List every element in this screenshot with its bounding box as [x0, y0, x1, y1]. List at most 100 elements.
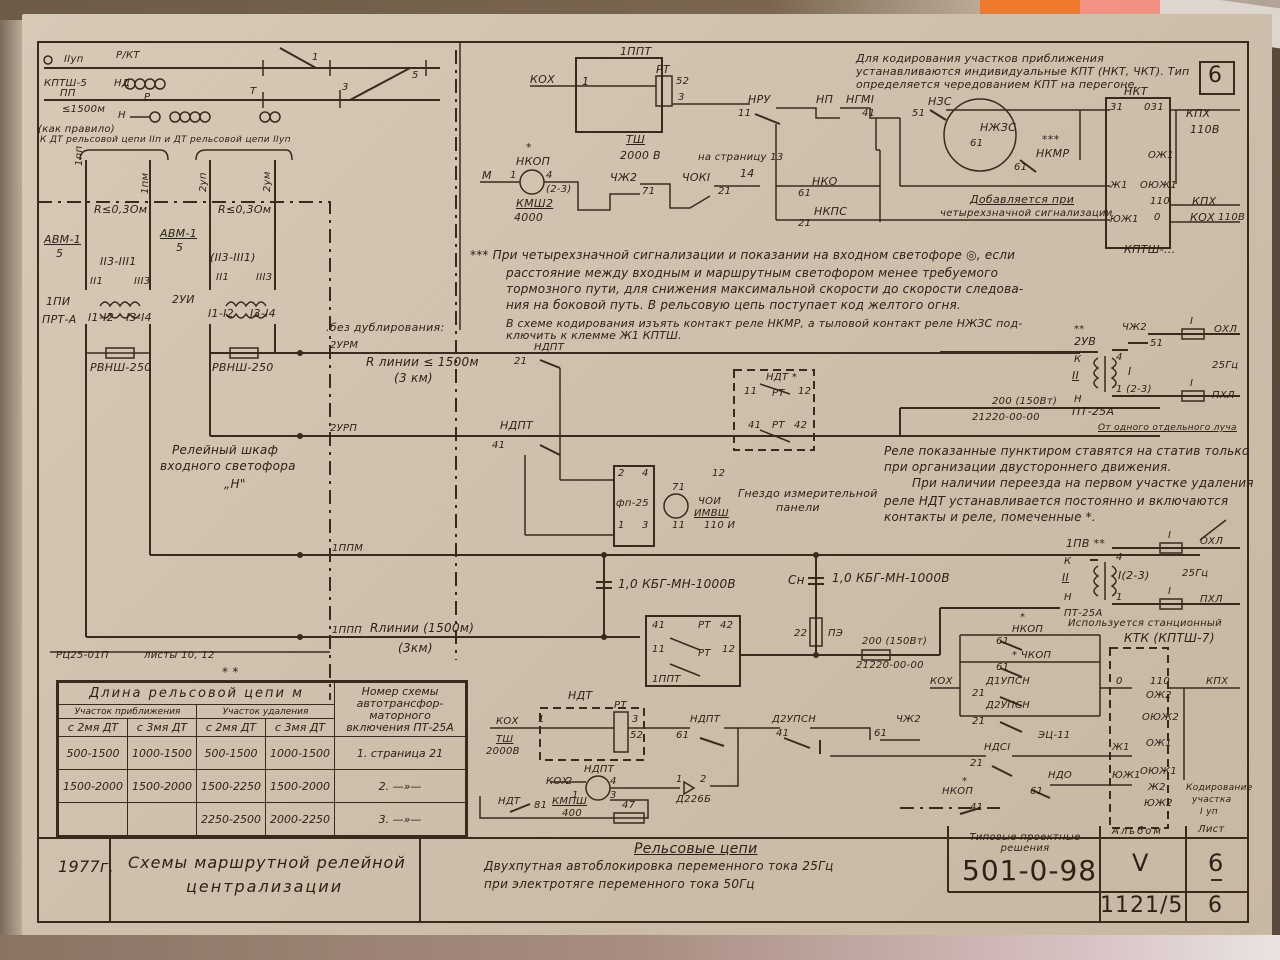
terminal-1ppm: 1ППМ	[332, 543, 364, 554]
cell-a2: 500-1500	[58, 736, 128, 770]
tx-bot-hz: 25Гц	[1182, 568, 1209, 579]
table-header-scheme: Номер схемы автотрансфор-маторного включ…	[334, 682, 466, 737]
chzh2-low: ЧЖ2	[896, 714, 921, 725]
ndt-label: НДТ	[568, 689, 593, 702]
nkt-pin-031: 031	[1144, 102, 1164, 113]
cell-r3: 1500-2000	[265, 769, 335, 803]
ktk-pin-0: 0	[1116, 676, 1123, 687]
r-limit-1: R≤0,3Ом	[94, 203, 148, 216]
cell-a3: 1000-1500	[127, 736, 197, 770]
nkt-pin-zh1: Ж1	[1110, 180, 1128, 191]
ktk-pin-yuzh2: ЮЖ2	[1144, 798, 1173, 809]
note-triple-star-2: расстояние между входным и маршрутным св…	[506, 266, 999, 280]
cabinet-line-2: входного светофора	[160, 459, 296, 473]
sheet-frame	[37, 41, 1249, 923]
label-m: М	[482, 169, 492, 182]
label-rt-b: РТ	[772, 420, 785, 431]
kox-low: КОХ	[546, 776, 569, 787]
ndt2-label: НДТ	[498, 796, 521, 807]
orange-sticky-note	[980, 0, 1080, 14]
winding-2: (II3-III1)	[210, 251, 256, 264]
track-plan	[43, 47, 440, 123]
label-rkt: Р/КТ	[116, 50, 140, 61]
label-to-page: на страницу 13	[698, 152, 784, 163]
note-triple-star-1: *** При четырехзначной сигнализации и по…	[470, 248, 1016, 262]
nkt-pin-110: 110	[1150, 196, 1170, 207]
avm-1: АВМ-1	[44, 233, 82, 246]
kmpsh-val: 400	[562, 808, 582, 819]
cap-2-label: 1,0 КБГ-МН-1000В	[832, 571, 950, 585]
avm-2: АВМ-1	[160, 227, 198, 240]
tx-bot-i: I(2-3)	[1118, 569, 1150, 582]
nkt-pin-0: 0	[1154, 212, 1161, 223]
note-dotted-2: при организации двустороннего движения.	[884, 460, 1172, 474]
table-row: 1500-2000 1500-2000 1500-2250 1500-2000 …	[58, 769, 466, 803]
avm-1-sub: 5	[56, 247, 64, 260]
tx-top-hz: 25Гц	[1212, 360, 1239, 371]
label-nkps: НКПС	[814, 205, 848, 218]
label-ndpt-b: НДПТ	[500, 419, 534, 432]
pin-52: 52	[676, 76, 690, 87]
resistor-2: РВНШ-250	[212, 361, 274, 374]
r-limit-2: R≤0,3Ом	[218, 203, 272, 216]
label-110v-b: 110В	[1218, 212, 1246, 223]
label-kptsh: КПТШ-...	[1124, 243, 1176, 256]
pin-nkps-21: 21	[798, 218, 812, 229]
ktk-name: КТК (КПТШ-7)	[1124, 631, 1215, 645]
pin-ndpt-21: 21	[514, 356, 528, 367]
title-system-1: Схемы маршрутной релейной	[128, 853, 406, 872]
pin-nzs-51: 51	[912, 108, 926, 119]
nkt-pin-ozh1: ОЖ1	[1148, 150, 1174, 161]
switch-1: 1	[312, 52, 319, 63]
rt-box-label: 1ППТ	[652, 674, 681, 685]
tx-top-ii: II	[1072, 369, 1080, 382]
rt-pin-11: 11	[744, 386, 758, 397]
ktk-kox: КОХ	[930, 676, 953, 687]
terminal-1ppp: 1ППП	[332, 625, 363, 636]
pin-21: 21	[718, 186, 732, 197]
note-triple-star-3: тормозного пути, для снижения максимальн…	[506, 282, 1024, 296]
switch-3: 3	[342, 82, 349, 93]
label-np: НП	[816, 93, 834, 106]
ktk-ndo: НДО	[1048, 770, 1073, 781]
tx-top-name: 2УВ	[1074, 335, 1097, 348]
cell-r3: 1000-1500	[265, 736, 335, 770]
table-col-a2: с 2мя ДТ	[58, 718, 128, 737]
label-as-rule: (как правило)	[38, 124, 116, 135]
label-110v: 110В	[1190, 123, 1220, 136]
tx-bot-pxl: ПХЛ	[1200, 594, 1223, 605]
label-tsh-v: 2000 В	[620, 149, 661, 162]
tx-top-fuse-2: I	[1190, 378, 1194, 389]
tx-bot-pin4: 4	[1116, 552, 1123, 563]
rt-box-pin-41: 41	[652, 620, 666, 631]
tx-top-pin1: 1 (2-3)	[1116, 384, 1152, 395]
note-triple-star-6: ключить к клемме Ж1 КПТШ.	[506, 329, 682, 342]
label-nkop: НКОП	[516, 155, 551, 168]
ndpt-label-low: НДПТ	[690, 714, 721, 725]
ktk-d1upsn-pin: 21	[972, 688, 986, 699]
tx-top-i: I	[1128, 365, 1132, 378]
ktk-pin-zh2: Ж2	[1148, 782, 1166, 793]
nkt-pin-yuzh1: ЮЖ1	[1110, 214, 1139, 225]
rt-pin-42: 42	[794, 420, 808, 431]
label-fp25: фп-25	[616, 498, 649, 509]
tx-top-stars: **	[1074, 324, 1085, 335]
rt-box-pin-11: 11	[652, 644, 666, 655]
winding-i3-b: I3-I4	[250, 307, 276, 320]
ndpt2-label: НДПТ	[584, 764, 615, 775]
winding-iii3-a: III3	[134, 276, 151, 287]
tx-top-type: ПТ-25А	[1072, 405, 1115, 418]
label-choi: ЧОИ	[698, 496, 722, 507]
label-nd: НД	[114, 78, 130, 89]
ndpt-pin-61: 61	[676, 730, 690, 741]
fp-pin-1: 1	[618, 520, 625, 531]
label-p: Р	[144, 92, 151, 103]
title-system-2: централизации	[186, 877, 344, 896]
title-typical-label: Типовые проектные решения	[969, 832, 1081, 854]
tx-bot-h: Н	[1064, 592, 1072, 603]
title-typical-code: 501-0-98	[962, 854, 1098, 887]
cell-r2: 500-1500	[196, 736, 266, 770]
tx-top-oxl: ОХЛ	[1214, 324, 1238, 335]
pin-ndpt-41: 41	[492, 440, 506, 451]
